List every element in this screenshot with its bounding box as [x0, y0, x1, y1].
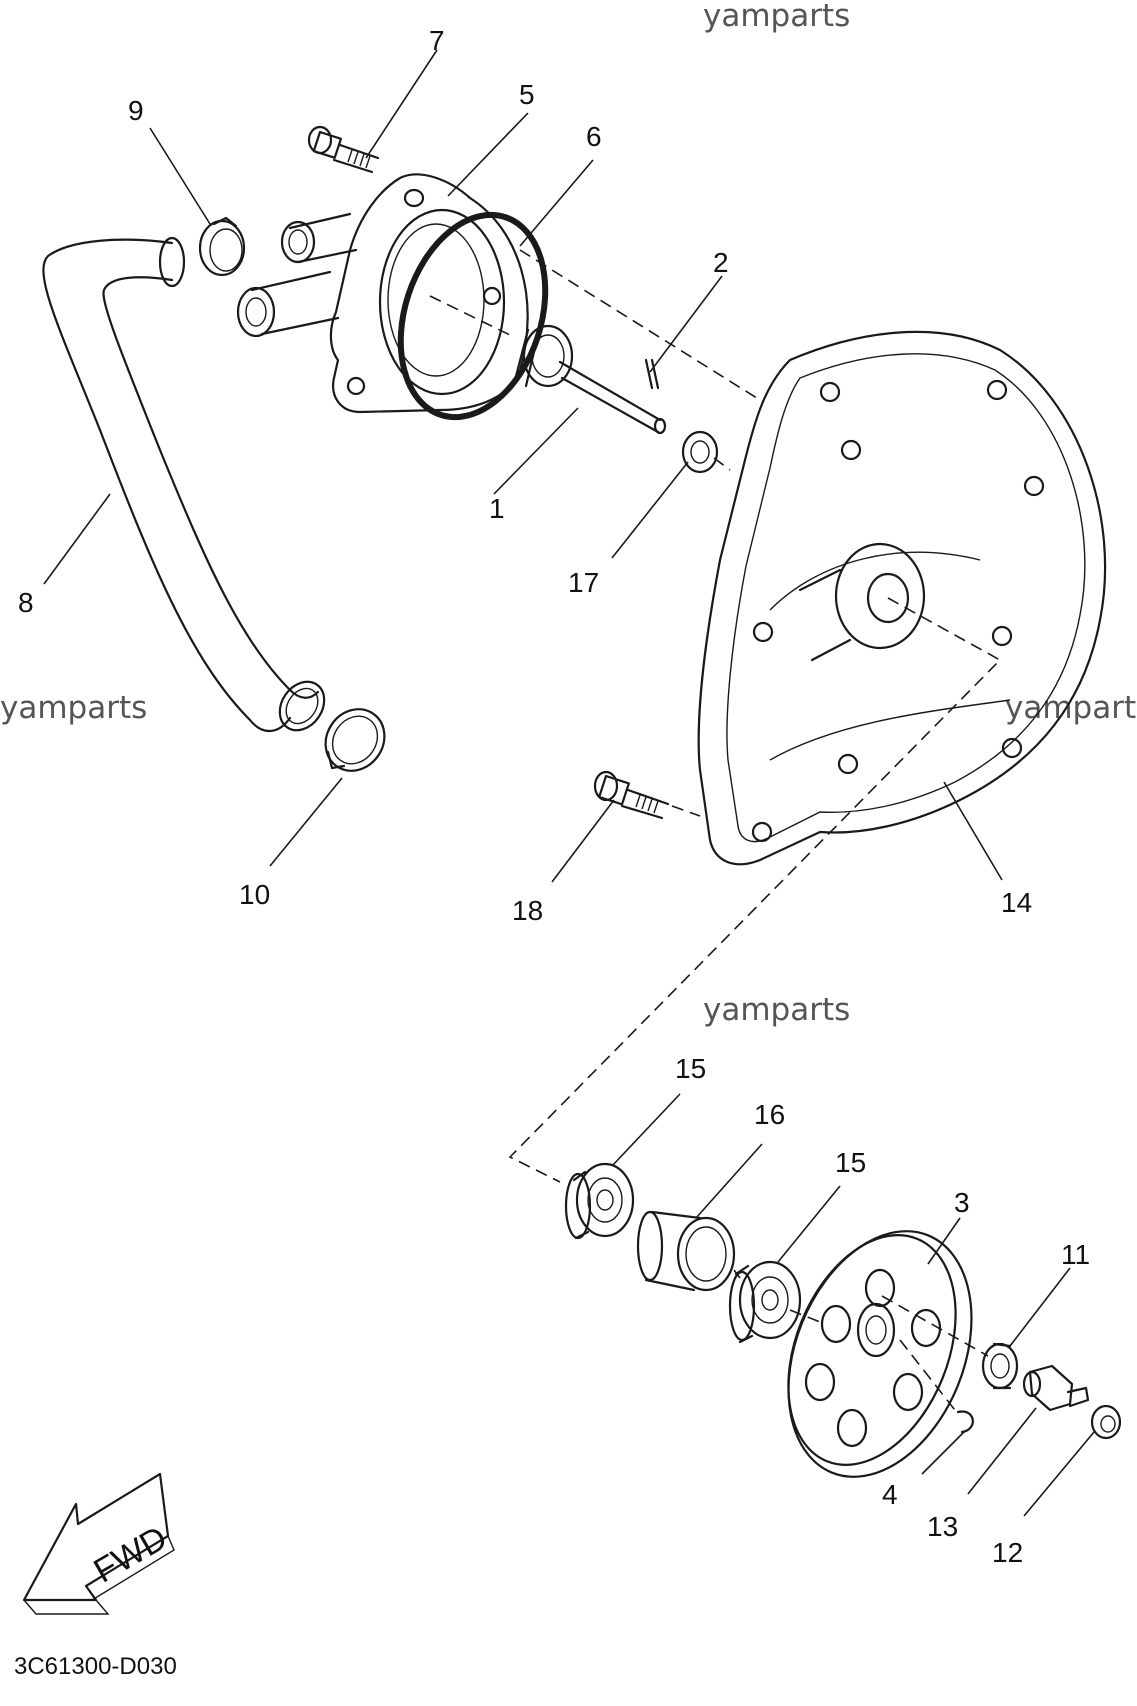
callout-4: 4 — [882, 1479, 898, 1510]
assembly-line-bearings — [508, 597, 1002, 1183]
callout-12: 12 — [992, 1537, 1023, 1568]
callout-1: 1 — [489, 493, 505, 524]
drive-plate — [787, 1230, 973, 1478]
callout-15-left: 15 — [675, 1053, 706, 1084]
callout-3: 3 — [954, 1187, 970, 1218]
callout-5: 5 — [519, 79, 535, 110]
circlip-large — [1090, 1404, 1122, 1440]
bearing-right — [728, 1260, 802, 1344]
collar — [636, 1210, 736, 1292]
assembly-line-seal — [713, 457, 731, 471]
watermark-right: yamparts — [1005, 690, 1137, 726]
watermark-top: yamparts — [703, 0, 850, 34]
callout-9: 9 — [128, 95, 144, 126]
crankcase-cover — [697, 330, 1107, 866]
assembly-line-housing — [519, 249, 761, 401]
callout-11: 11 — [1061, 1239, 1090, 1270]
assembly-line-bolt — [671, 805, 701, 817]
fwd-label: FWD — [87, 1519, 173, 1591]
circlip-small — [956, 1410, 974, 1434]
assembly-line-clip — [899, 1339, 959, 1415]
assembly-line-shaft — [429, 295, 513, 337]
watermark-left: yamparts — [0, 690, 147, 726]
callout-10: 10 — [239, 879, 270, 910]
hose-clamp-upper — [198, 216, 246, 277]
callout-15-right: 15 — [835, 1147, 866, 1178]
callout-7: 7 — [429, 25, 445, 56]
assembly-line-gears — [733, 1269, 989, 1357]
callout-13: 13 — [927, 1511, 958, 1542]
watermark-middle: yamparts — [703, 992, 850, 1028]
callout-16: 16 — [754, 1099, 785, 1130]
hose-part — [42, 236, 326, 733]
pump-housing — [236, 173, 529, 414]
bolt-lower — [593, 770, 670, 820]
callout-8: 8 — [18, 587, 34, 618]
bolt-upper — [307, 125, 380, 174]
callout-6: 6 — [586, 121, 602, 152]
leader-lines — [43, 49, 1095, 1517]
callout-18: 18 — [512, 895, 543, 926]
oil-seal — [681, 430, 719, 474]
diagram-reference-code: 3C61300-D030 — [14, 1653, 177, 1680]
fwd-arrow — [22, 1472, 175, 1615]
pin — [644, 358, 660, 390]
callout-17: 17 — [568, 567, 599, 598]
o-ring — [397, 211, 549, 421]
impeller-shaft — [513, 324, 667, 435]
hose-clamp-lower — [324, 708, 386, 772]
bearing-left — [564, 1162, 635, 1240]
callout-14: 14 — [1001, 887, 1032, 918]
drive-fitting — [1022, 1364, 1090, 1412]
callout-2: 2 — [713, 247, 729, 278]
washer — [981, 1342, 1019, 1390]
